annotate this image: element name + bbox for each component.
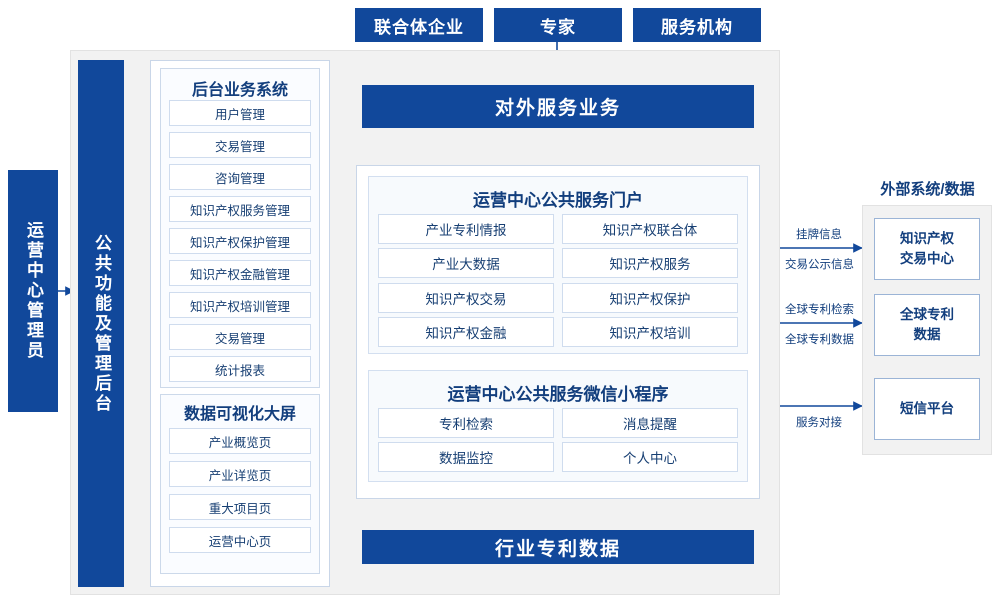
backend-business-title: 后台业务系统: [191, 82, 288, 99]
miniprogram-title: 运营中心公共服务微信小程序: [447, 385, 669, 404]
external-box-1[interactable]: 全球专利数据: [874, 294, 980, 356]
miniprogram-item-0[interactable]: 专利检索: [378, 408, 554, 438]
miniprogram-item-2[interactable]: 数据监控: [378, 442, 554, 472]
top-entity-1[interactable]: 专家: [494, 8, 622, 42]
backend-item-5[interactable]: 知识产权金融管理: [169, 260, 311, 286]
portal-item-6[interactable]: 知识产权金融: [378, 317, 554, 347]
top-entity-2[interactable]: 服务机构: [633, 8, 761, 42]
backend-item-8[interactable]: 统计报表: [169, 356, 311, 382]
external-systems-title: 外部系统/数据: [880, 181, 975, 198]
link-label-2: 全球专利检索: [785, 304, 854, 316]
industry-data-bar[interactable]: 行业专利数据: [362, 530, 754, 564]
left-bar-public-functions[interactable]: 公共功能及管理后台: [78, 60, 124, 587]
portal-item-4[interactable]: 知识产权交易: [378, 283, 554, 313]
miniprogram-item-1[interactable]: 消息提醒: [562, 408, 738, 438]
external-box-1-label: 全球专利数据: [900, 307, 954, 342]
visual-item-0[interactable]: 产业概览页: [169, 428, 311, 454]
visual-item-3[interactable]: 运营中心页: [169, 527, 311, 553]
backend-item-1[interactable]: 交易管理: [169, 132, 311, 158]
external-box-0[interactable]: 知识产权交易中心: [874, 218, 980, 280]
link-label-0: 挂牌信息: [796, 229, 842, 241]
portal-item-1[interactable]: 知识产权联合体: [562, 214, 738, 244]
external-box-2-label: 短信平台: [900, 401, 954, 416]
link-label-4: 服务对接: [796, 417, 842, 429]
backend-item-7[interactable]: 交易管理: [169, 324, 311, 350]
portal-item-7[interactable]: 知识产权培训: [562, 317, 738, 347]
link-label-1: 交易公示信息: [785, 259, 854, 271]
portal-item-5[interactable]: 知识产权保护: [562, 283, 738, 313]
backend-item-4[interactable]: 知识产权保护管理: [169, 228, 311, 254]
external-box-0-label: 知识产权交易中心: [900, 231, 954, 266]
portal-item-3[interactable]: 知识产权服务: [562, 248, 738, 278]
left-bar-admin[interactable]: 运营中心管理员: [8, 170, 58, 412]
external-service-bar[interactable]: 对外服务业务: [362, 85, 754, 128]
backend-item-2[interactable]: 咨询管理: [169, 164, 311, 190]
external-box-2[interactable]: 短信平台: [874, 378, 980, 440]
portal-item-0[interactable]: 产业专利情报: [378, 214, 554, 244]
portal-item-2[interactable]: 产业大数据: [378, 248, 554, 278]
visual-item-1[interactable]: 产业详览页: [169, 461, 311, 487]
visual-item-2[interactable]: 重大项目页: [169, 494, 311, 520]
portal-title: 运营中心公共服务门户: [473, 191, 643, 210]
miniprogram-item-3[interactable]: 个人中心: [562, 442, 738, 472]
backend-item-0[interactable]: 用户管理: [169, 100, 311, 126]
visual-panel-title: 数据可视化大屏: [183, 406, 296, 423]
link-label-3: 全球专利数据: [785, 334, 854, 346]
top-entity-0[interactable]: 联合体企业: [355, 8, 483, 42]
backend-item-6[interactable]: 知识产权培训管理: [169, 292, 311, 318]
backend-item-3[interactable]: 知识产权服务管理: [169, 196, 311, 222]
